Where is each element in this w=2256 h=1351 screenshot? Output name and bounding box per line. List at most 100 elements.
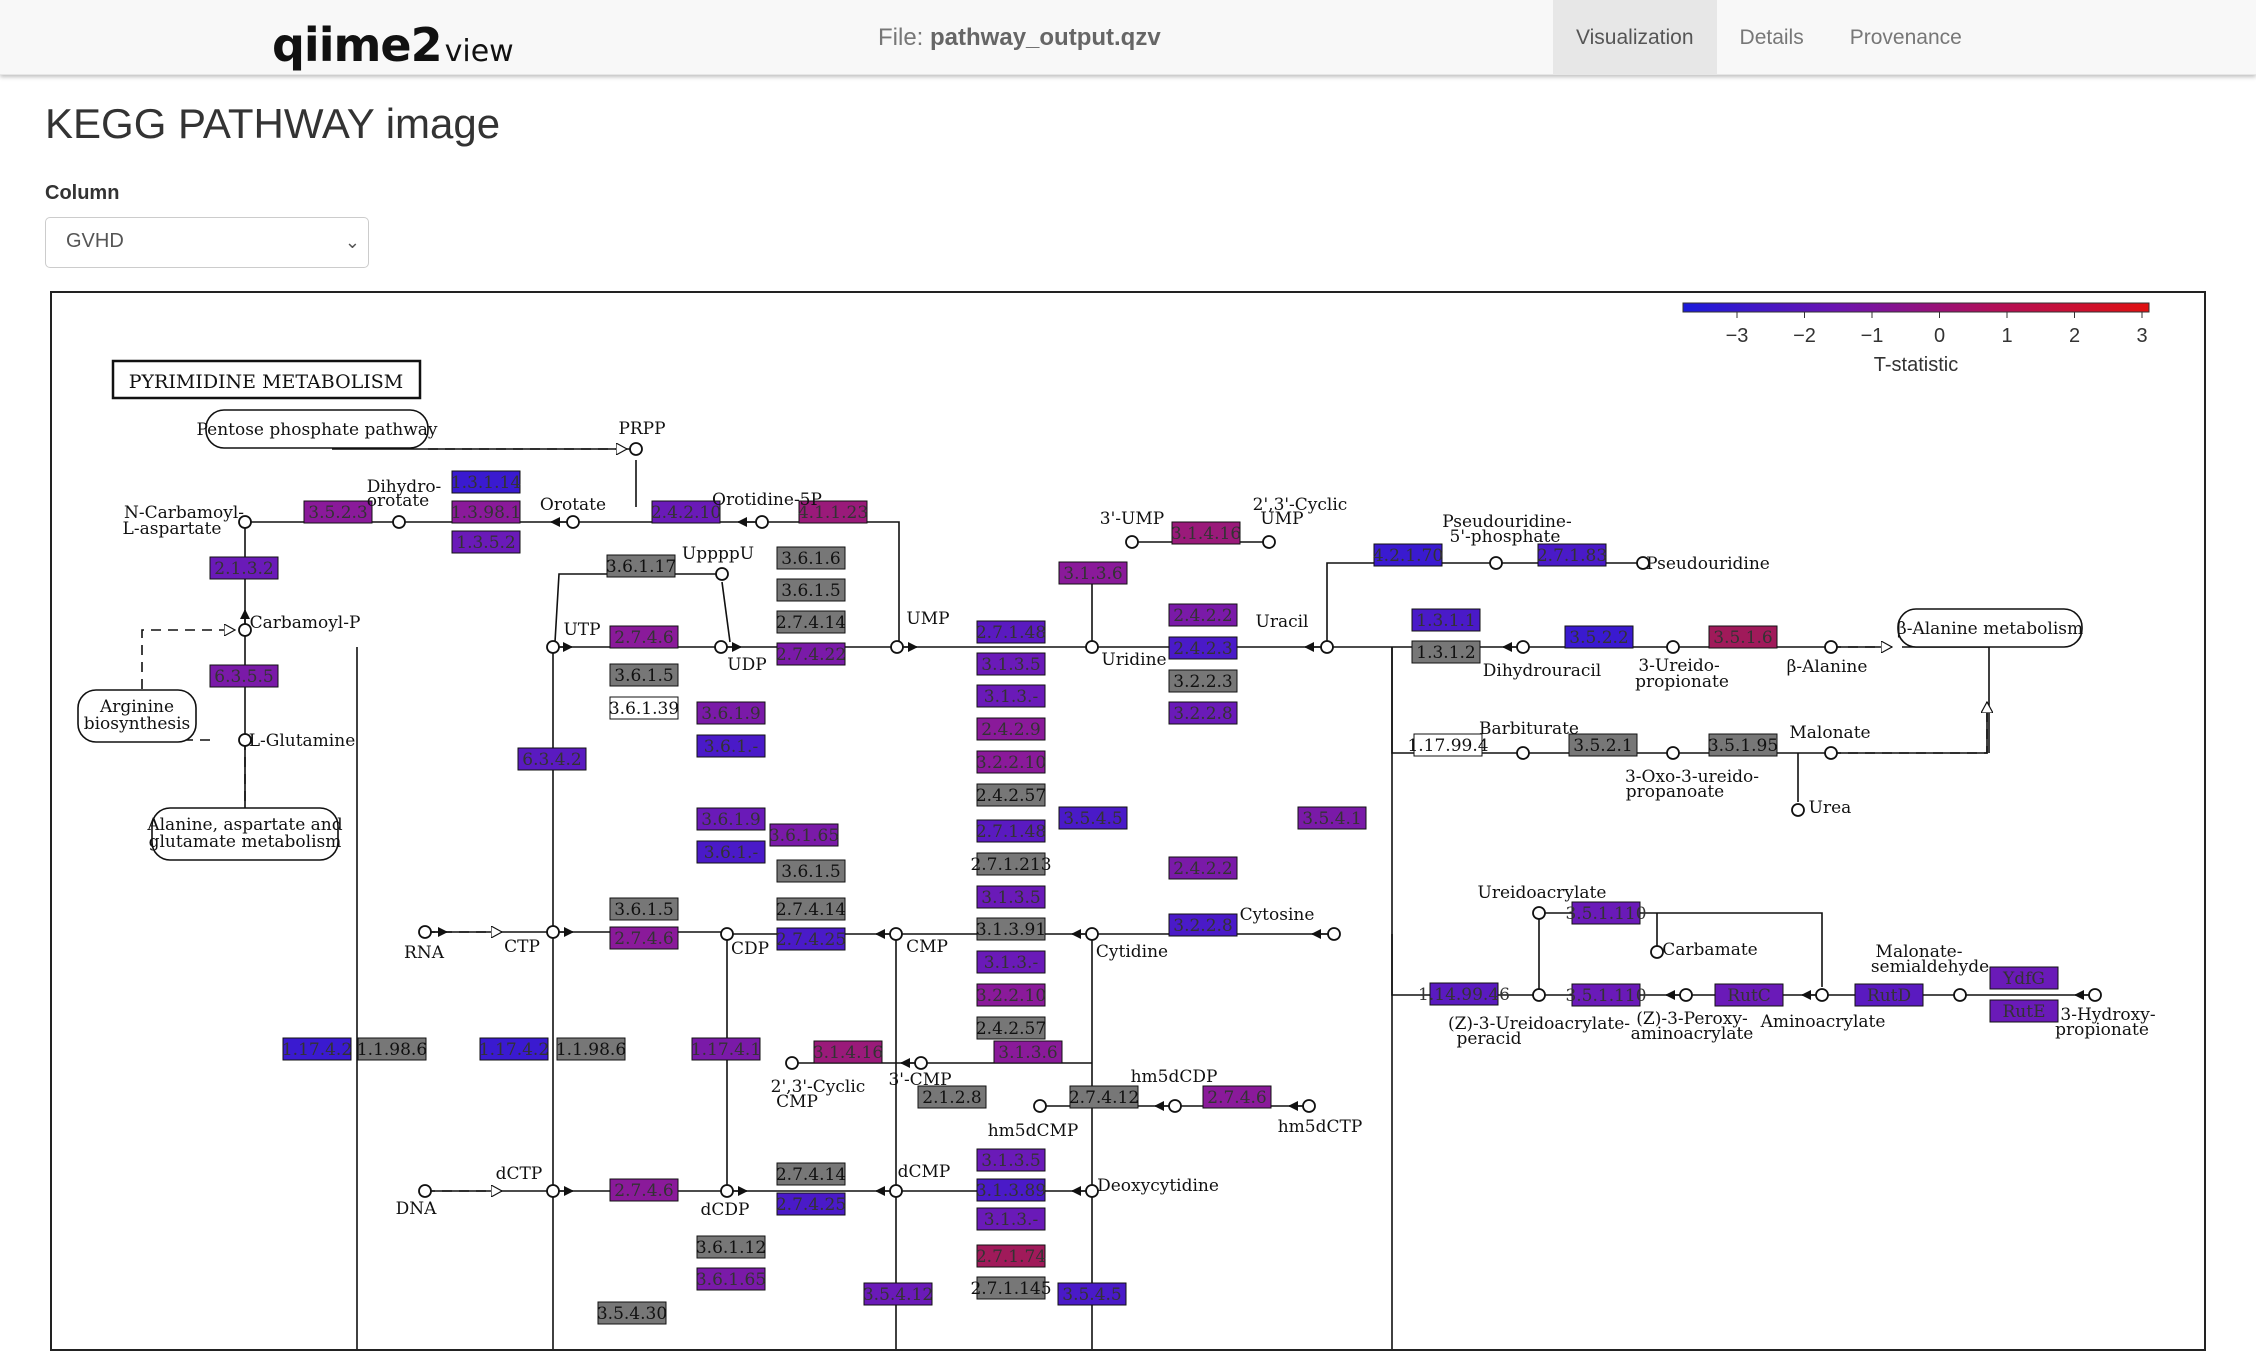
compound-node[interactable] [1085,927,1099,941]
compound-node[interactable] [1679,988,1693,1002]
compound-node[interactable] [720,1184,734,1198]
enzyme-box[interactable]: 6.3.5.5 [209,664,279,688]
enzyme-box[interactable]: 3.1.3.6 [1058,561,1128,585]
compound-node[interactable] [720,927,734,941]
enzyme-box[interactable]: 3.6.1.5 [776,859,846,883]
enzyme-box[interactable]: 1.3.5.2 [451,530,521,554]
enzyme-box[interactable]: 3.6.1.- [696,840,766,864]
enzyme-box[interactable]: 3.1.3.5 [976,1148,1046,1172]
enzyme-box[interactable]: 3.5.4.5 [1058,806,1128,830]
compound-node[interactable] [1168,1099,1182,1113]
enzyme-box[interactable]: 1.3.98.1 [451,500,521,524]
enzyme-box[interactable]: 2.7.1.74 [976,1244,1046,1268]
enzyme-box[interactable]: 3.5.1.110 [1565,901,1647,925]
enzyme-box[interactable]: 3.5.2.1 [1568,733,1638,757]
compound-node[interactable] [1824,640,1838,654]
compound-node[interactable] [1824,746,1838,760]
compound-node[interactable] [546,925,560,939]
enzyme-box[interactable]: 2.7.1.213 [970,852,1052,876]
compound-node[interactable] [1815,988,1829,1002]
enzyme-box[interactable]: 2.4.2.2 [1168,856,1238,880]
enzyme-box[interactable]: 3.6.1.17 [606,554,676,578]
enzyme-box[interactable]: 2.7.4.6 [1202,1085,1272,1109]
compound-node[interactable] [755,515,769,529]
compound-node[interactable] [1532,906,1546,920]
enzyme-box[interactable]: 3.1.3.89 [976,1178,1046,1202]
enzyme-box[interactable]: 2.7.4.14 [776,610,846,634]
compound-node[interactable] [392,515,406,529]
enzyme-box[interactable]: 2.7.1.83 [1537,543,1607,567]
pathway-link[interactable]: Pentose phosphate pathway [196,409,438,449]
enzyme-box[interactable]: 2.4.2.9 [976,717,1046,741]
enzyme-box[interactable]: 1.17.4.2 [282,1037,352,1061]
compound-node[interactable] [1262,535,1276,549]
compound-node[interactable] [1666,640,1680,654]
enzyme-box[interactable]: 3.1.3.6 [993,1040,1063,1064]
enzyme-box[interactable]: 3.5.4.1 [1297,806,1367,830]
enzyme-box[interactable]: 3.6.1.5 [609,897,679,921]
enzyme-box[interactable]: 3.5.2.2 [1564,625,1634,649]
compound-node[interactable] [1085,640,1099,654]
enzyme-box[interactable]: 2.7.4.6 [609,1178,679,1202]
enzyme-box[interactable]: 2.1.2.8 [917,1085,987,1109]
compound-node[interactable] [1516,746,1530,760]
enzyme-box[interactable]: 2.7.4.25 [776,927,846,951]
enzyme-box[interactable]: 3.5.4.12 [863,1282,933,1306]
compound-node[interactable] [889,1184,903,1198]
compound-node[interactable] [418,1184,432,1198]
compound-node[interactable] [1650,945,1664,959]
compound-node[interactable] [1033,1099,1047,1113]
tab-visualization[interactable]: Visualization [1553,0,1717,75]
enzyme-box[interactable]: 2.7.4.14 [776,897,846,921]
compound-node[interactable] [546,640,560,654]
compound-node[interactable] [1516,640,1530,654]
enzyme-box[interactable]: 3.5.1.95 [1708,733,1778,757]
enzyme-box[interactable]: 1.3.1.2 [1411,640,1481,664]
enzyme-box[interactable]: 3.6.1.9 [696,701,766,725]
enzyme-box[interactable]: 2.7.1.48 [976,819,1046,843]
compound-node[interactable] [566,515,580,529]
enzyme-box[interactable]: 2.7.4.22 [776,642,846,666]
enzyme-box[interactable]: 2.7.4.12 [1069,1085,1139,1109]
enzyme-box[interactable]: 2.4.2.10 [651,500,721,524]
enzyme-box[interactable]: RutE [1989,999,2059,1023]
enzyme-box[interactable]: 3.5.2.3 [303,500,373,524]
enzyme-box[interactable]: 2.1.3.2 [209,556,279,580]
enzyme-box[interactable]: 3.2.2.8 [1168,701,1238,725]
enzyme-box[interactable]: 6.3.4.2 [517,747,587,771]
compound-node[interactable] [1085,1184,1099,1198]
enzyme-box[interactable]: 3.2.2.8 [1168,913,1238,937]
enzyme-box[interactable]: 3.5.4.30 [597,1301,667,1325]
compound-node[interactable] [1489,556,1503,570]
enzyme-box[interactable]: RutD [1854,983,1924,1007]
enzyme-box[interactable]: 2.7.4.6 [609,926,679,950]
qiime2-view-logo[interactable]: qiime2 view [272,8,514,68]
enzyme-box[interactable]: RutC [1714,983,1784,1007]
enzyme-box[interactable]: 1.17.99.4 [1407,733,1489,757]
enzyme-box[interactable]: 3.2.2.10 [976,750,1046,774]
enzyme-box[interactable]: 2.4.2.2 [1168,603,1238,627]
enzyme-box[interactable]: 1.3.1.14 [451,470,521,494]
compound-node[interactable] [1320,640,1334,654]
compound-node[interactable] [1791,803,1805,817]
enzyme-box[interactable]: YdfG [1989,966,2059,990]
enzyme-box[interactable]: 2.7.4.6 [609,625,679,649]
enzyme-box[interactable]: 3.6.1.12 [696,1235,766,1259]
tab-provenance[interactable]: Provenance [1849,26,1962,49]
compound-node[interactable] [715,567,729,581]
enzyme-box[interactable]: 1.3.1.1 [1411,608,1481,632]
enzyme-box[interactable]: 2.7.1.48 [976,620,1046,644]
pathway-link[interactable]: β-Alanine metabolism [1897,608,2083,648]
enzyme-box[interactable]: 2.4.2.3 [1168,636,1238,660]
enzyme-box[interactable]: 3.6.1.65 [696,1267,766,1291]
enzyme-box[interactable]: 3.1.3.- [976,950,1046,974]
column-select[interactable]: GVHD ⌄ [45,217,369,268]
enzyme-box[interactable]: 4.1.1.23 [798,500,868,524]
enzyme-box[interactable]: 1.14.99.46 [1418,982,1510,1006]
enzyme-box[interactable]: 3.6.1.5 [609,663,679,687]
compound-node[interactable] [1636,556,1650,570]
enzyme-box[interactable]: 3.2.2.10 [976,983,1046,1007]
tab-details[interactable]: Details [1739,26,1804,49]
enzyme-box[interactable]: 3.1.3.5 [976,885,1046,909]
